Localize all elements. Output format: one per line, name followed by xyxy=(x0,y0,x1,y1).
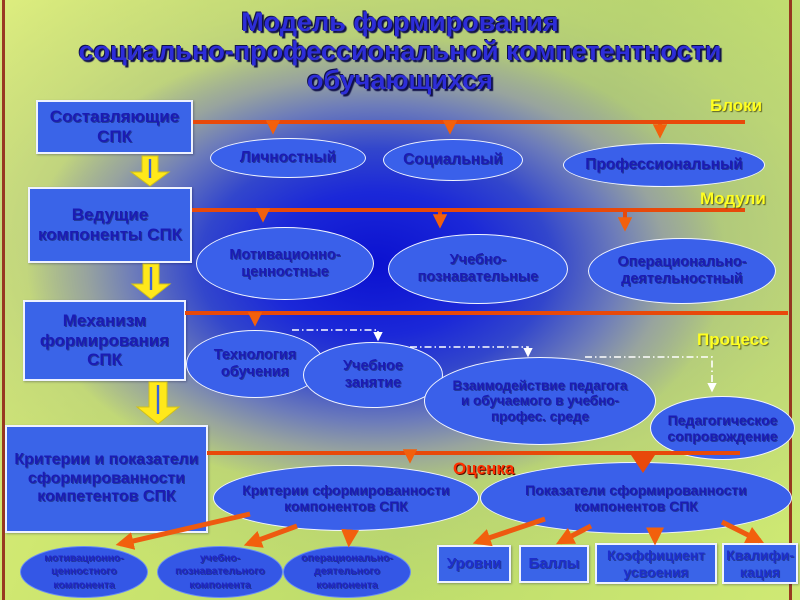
left-edge-accent-line xyxy=(2,0,5,600)
title-line-3: обучающихся xyxy=(306,65,494,95)
label-blocks: Блоки xyxy=(710,96,763,115)
box-points: Баллы xyxy=(519,545,589,583)
box-assimilation-coefficient: Коэффициент усвоения xyxy=(595,543,717,584)
label-evaluation: Оценка xyxy=(453,459,515,478)
ellipse-motivational-module: Мотивационно-ценностные xyxy=(196,227,374,300)
box-formation-mechanism: Механизм формирования СПК xyxy=(23,300,186,381)
ellipse-motivational-component: мотивационно-ценностного компонента xyxy=(20,546,148,598)
label-process: Процесс xyxy=(697,330,769,349)
box-leading-components: Ведущие компоненты СПК xyxy=(28,187,192,263)
ellipse-professional-block: Профессиональный xyxy=(563,143,765,187)
ellipse-training-session: Учебное занятие xyxy=(303,342,443,408)
box-spk-components: Составляющие СПК xyxy=(36,100,193,154)
box-criteria-indicators: Критерии и показатели сформированности к… xyxy=(5,425,208,533)
title-line-1: Модель формирования xyxy=(241,7,559,37)
ellipse-social-block: Социальный xyxy=(383,139,523,181)
slide-title: Модель формирования социально-профессион… xyxy=(0,8,800,95)
down-block-arrow-3 xyxy=(135,381,181,425)
modules-connector-line xyxy=(192,208,745,232)
process-connector-line xyxy=(185,311,788,327)
label-modules: Модули xyxy=(700,189,766,208)
box-levels: Уровни xyxy=(437,545,511,583)
box-qualification: Квалифи-кация xyxy=(722,543,798,584)
ellipse-teaching-technology: Технология обучения xyxy=(186,330,324,398)
ellipse-operational-module: Операционально-деятельностный xyxy=(588,238,776,304)
ellipse-cognitive-component: учебно-познавательного компонента xyxy=(157,546,283,598)
ellipse-formation-indicators: Показатели сформированности компонентов … xyxy=(480,462,792,534)
ellipse-pedagogical-support: Педагогическое сопровождение xyxy=(650,396,795,460)
right-edge-accent-line xyxy=(789,0,792,600)
ellipse-operational-component: операционально-деятельного компонента xyxy=(283,546,411,598)
down-block-arrow-2 xyxy=(130,263,172,300)
ellipse-personal-block: Личностный xyxy=(210,138,366,178)
blocks-connector-line xyxy=(193,120,745,139)
title-line-2: социально-профессиональной компетентност… xyxy=(78,36,722,66)
ellipse-formation-criteria: Критерии сформированности компонентов СП… xyxy=(213,465,479,531)
ellipse-teacher-student-interaction: Взаимодействие педагога и обучаемого в у… xyxy=(424,357,656,445)
ellipse-educational-module: Учебно-познавательные xyxy=(388,234,568,304)
down-block-arrow-1 xyxy=(129,155,171,187)
